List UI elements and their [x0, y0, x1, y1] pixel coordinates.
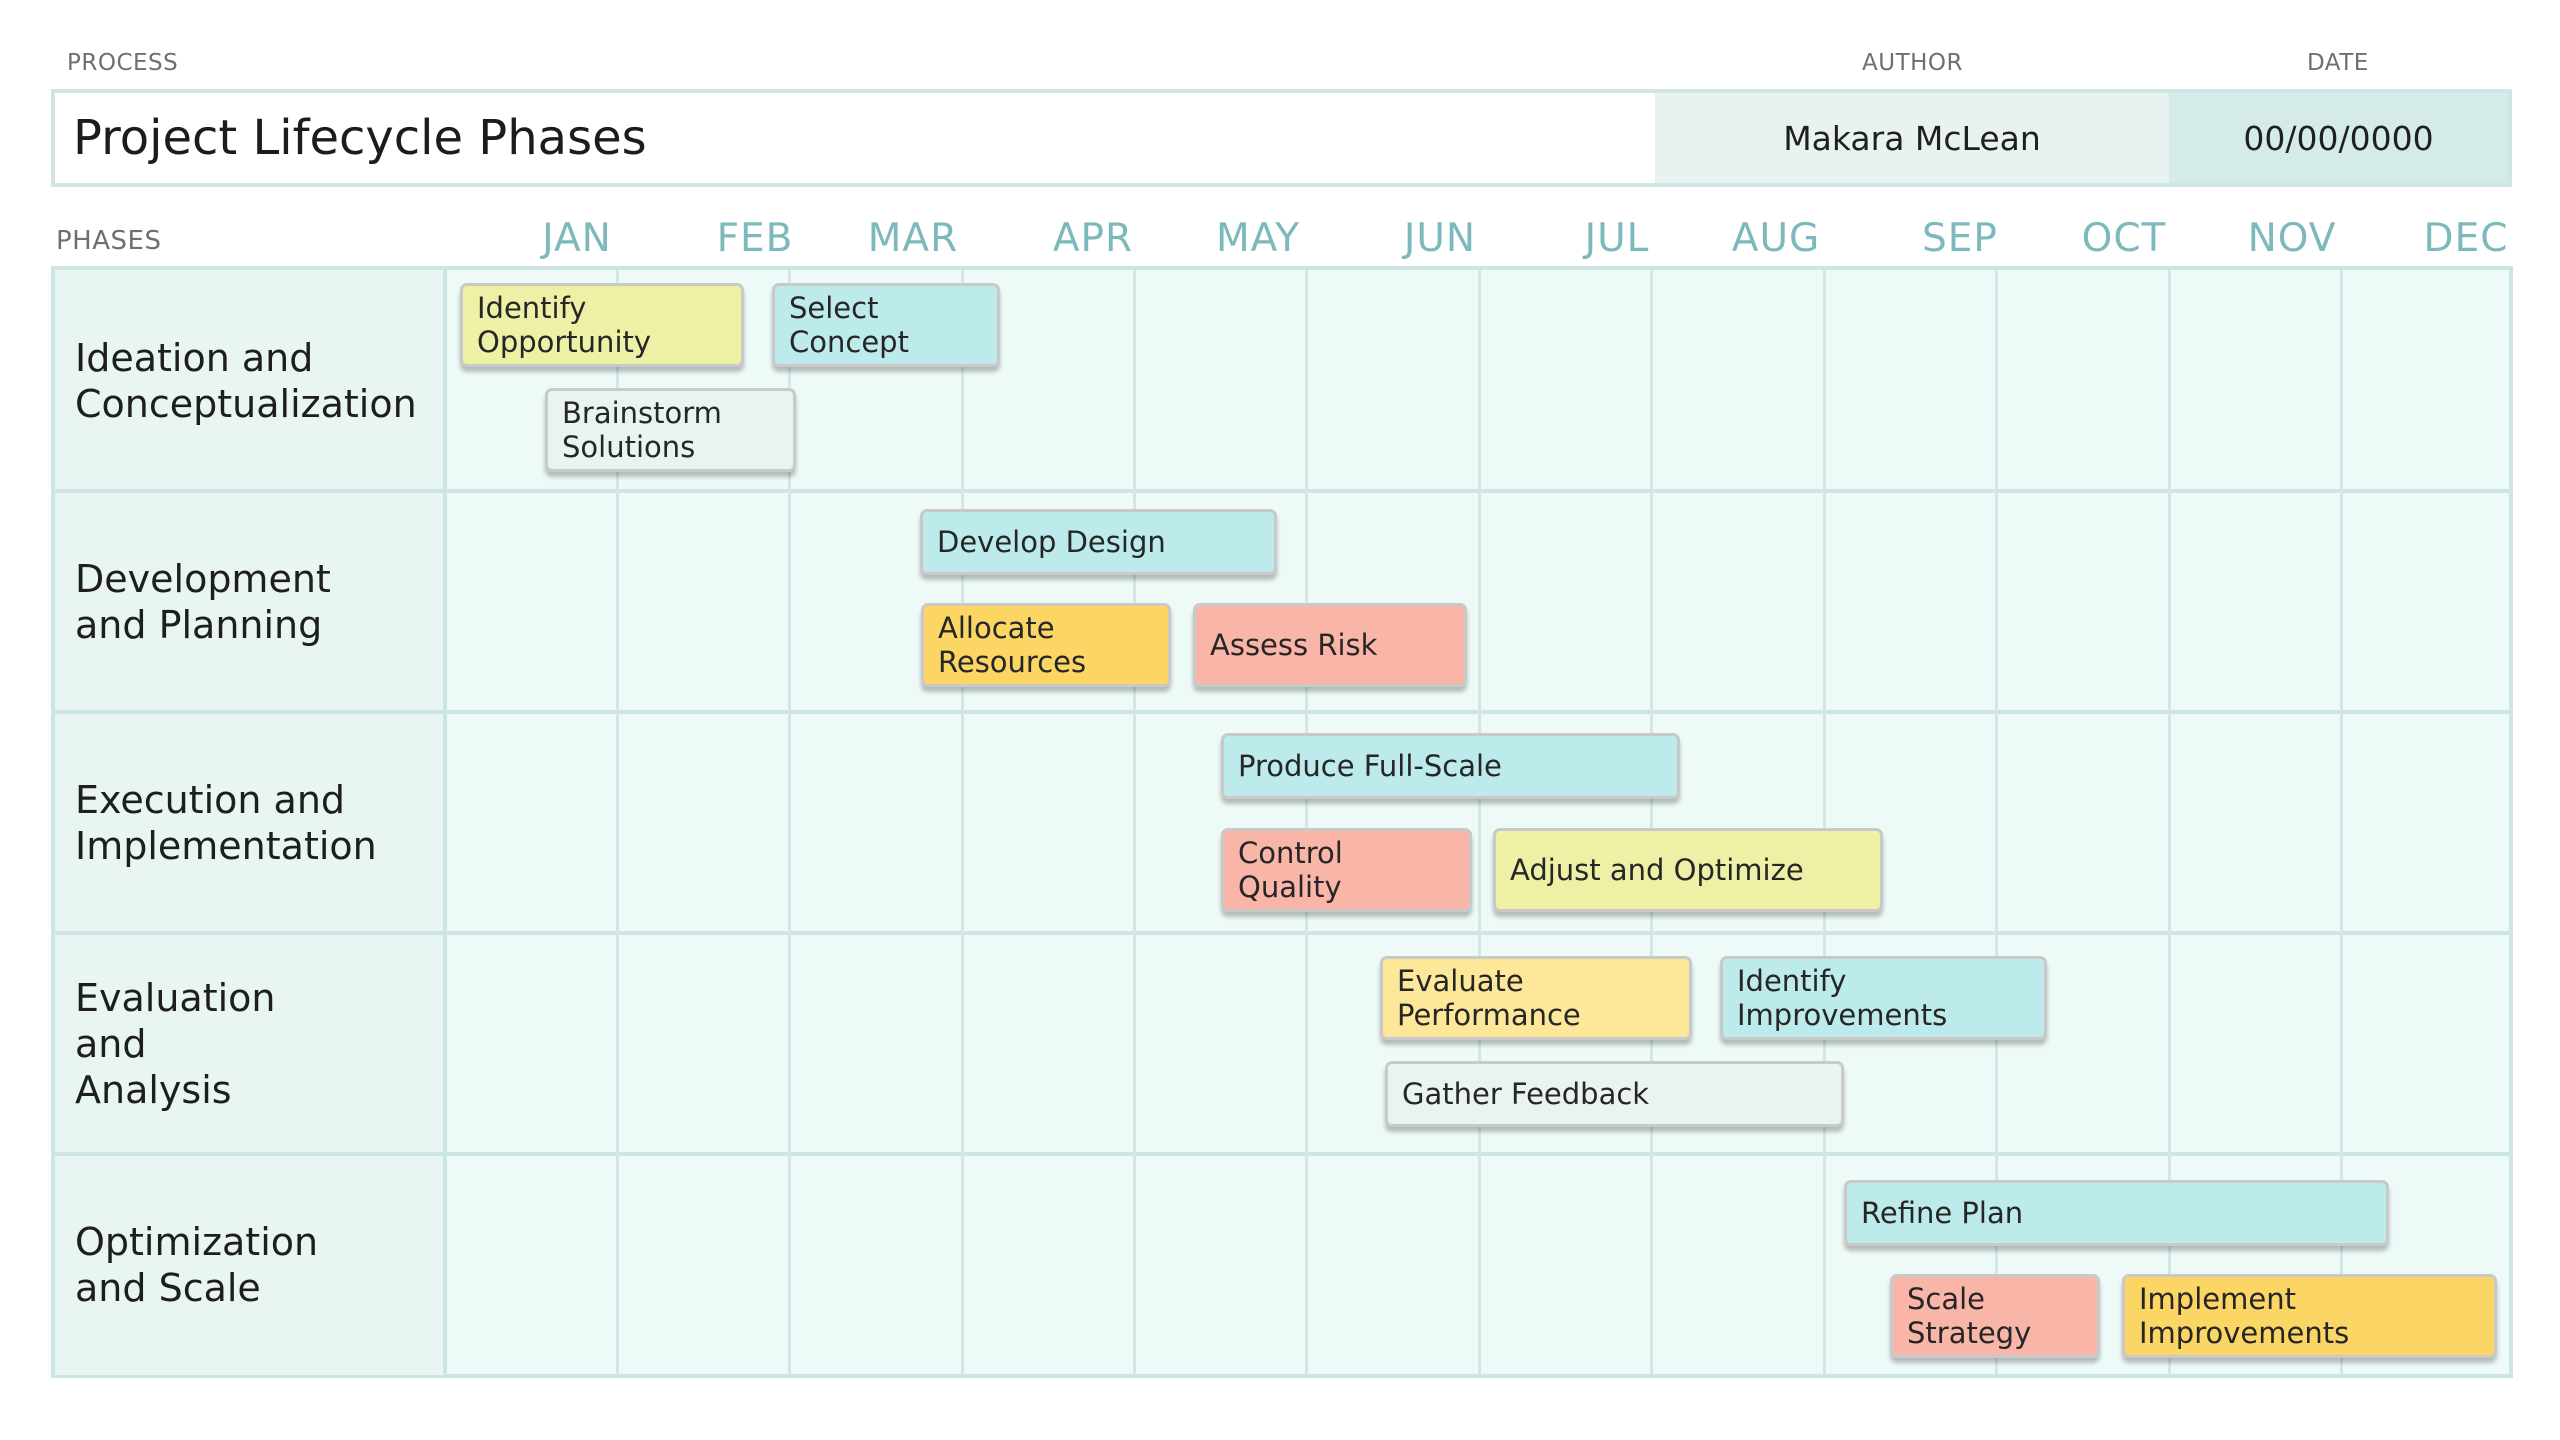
month-dec: DEC: [2423, 216, 2509, 261]
month-divider: [1650, 270, 1653, 1374]
month-sep: SEP: [1922, 216, 1998, 261]
month-mar: MAR: [867, 216, 959, 261]
phase-label-development: Development and Planning: [55, 491, 445, 712]
row-divider: [55, 1152, 2509, 1156]
task-allocate-resources[interactable]: Allocate Resources: [921, 603, 1171, 687]
author-name[interactable]: Makara McLean: [1655, 93, 2169, 183]
task-adjust-and-optimize[interactable]: Adjust and Optimize: [1493, 828, 1883, 912]
month-divider: [788, 270, 791, 1374]
month-divider: [2340, 270, 2343, 1374]
month-divider: [1305, 270, 1308, 1374]
task-gather-feedback[interactable]: Gather Feedback: [1385, 1061, 1844, 1127]
month-divider: [1133, 270, 1136, 1374]
task-assess-risk[interactable]: Assess Risk: [1193, 603, 1467, 687]
month-apr: APR: [1052, 216, 1134, 261]
date-value[interactable]: 00/00/0000: [2169, 93, 2508, 183]
task-develop-design[interactable]: Develop Design: [920, 509, 1277, 575]
task-scale-strategy[interactable]: Scale Strategy: [1890, 1274, 2100, 1358]
task-identify-opportunity[interactable]: Identify Opportunity: [460, 283, 744, 367]
phase-label-ideation: Ideation and Conceptualization: [55, 270, 445, 491]
month-divider: [1995, 270, 1998, 1374]
month-nov: NOV: [2247, 216, 2337, 261]
phases-label: PHASES: [56, 226, 162, 256]
task-brainstorm-solutions[interactable]: Brainstorm Solutions: [545, 388, 796, 472]
month-divider: [961, 270, 964, 1374]
phase-label-optimization: Optimization and Scale: [55, 1154, 445, 1375]
month-feb: FEB: [716, 216, 794, 261]
task-produce-full-scale[interactable]: Produce Full-Scale: [1221, 733, 1680, 799]
phase-label-evaluation: Evaluation and Analysis: [55, 933, 445, 1154]
date-label: DATE: [2307, 50, 2369, 76]
month-divider: [1478, 270, 1481, 1374]
month-divider: [1823, 270, 1826, 1374]
author-label: AUTHOR: [1862, 50, 1963, 76]
month-jul: JUL: [1584, 216, 1650, 261]
row-divider: [55, 931, 2509, 935]
task-refine-plan[interactable]: Refine Plan: [1844, 1180, 2389, 1246]
month-aug: AUG: [1731, 216, 1821, 261]
month-may: MAY: [1215, 216, 1301, 261]
title-bar: Project Lifecycle Phases Makara McLean 0…: [51, 89, 2512, 187]
task-implement-improvements[interactable]: Implement Improvements: [2122, 1274, 2497, 1358]
task-evaluate-performance[interactable]: Evaluate Performance: [1380, 956, 1692, 1040]
label-column-divider: [443, 270, 447, 1374]
month-oct: OCT: [2081, 216, 2167, 261]
process-title[interactable]: Project Lifecycle Phases: [55, 93, 1655, 183]
task-identify-improvements[interactable]: Identify Improvements: [1720, 956, 2047, 1040]
phase-label-execution: Execution and Implementation: [55, 712, 445, 933]
process-label: PROCESS: [67, 50, 179, 76]
row-divider: [55, 710, 2509, 714]
row-divider: [55, 489, 2509, 493]
task-control-quality[interactable]: Control Quality: [1221, 828, 1472, 912]
month-divider: [2168, 270, 2171, 1374]
task-select-concept[interactable]: Select Concept: [772, 283, 1000, 367]
month-jun: JUN: [1403, 216, 1477, 261]
month-jan: JAN: [542, 216, 612, 261]
timeline-grid: Ideation and Conceptualization Developme…: [51, 266, 2513, 1378]
month-divider: [616, 270, 619, 1374]
